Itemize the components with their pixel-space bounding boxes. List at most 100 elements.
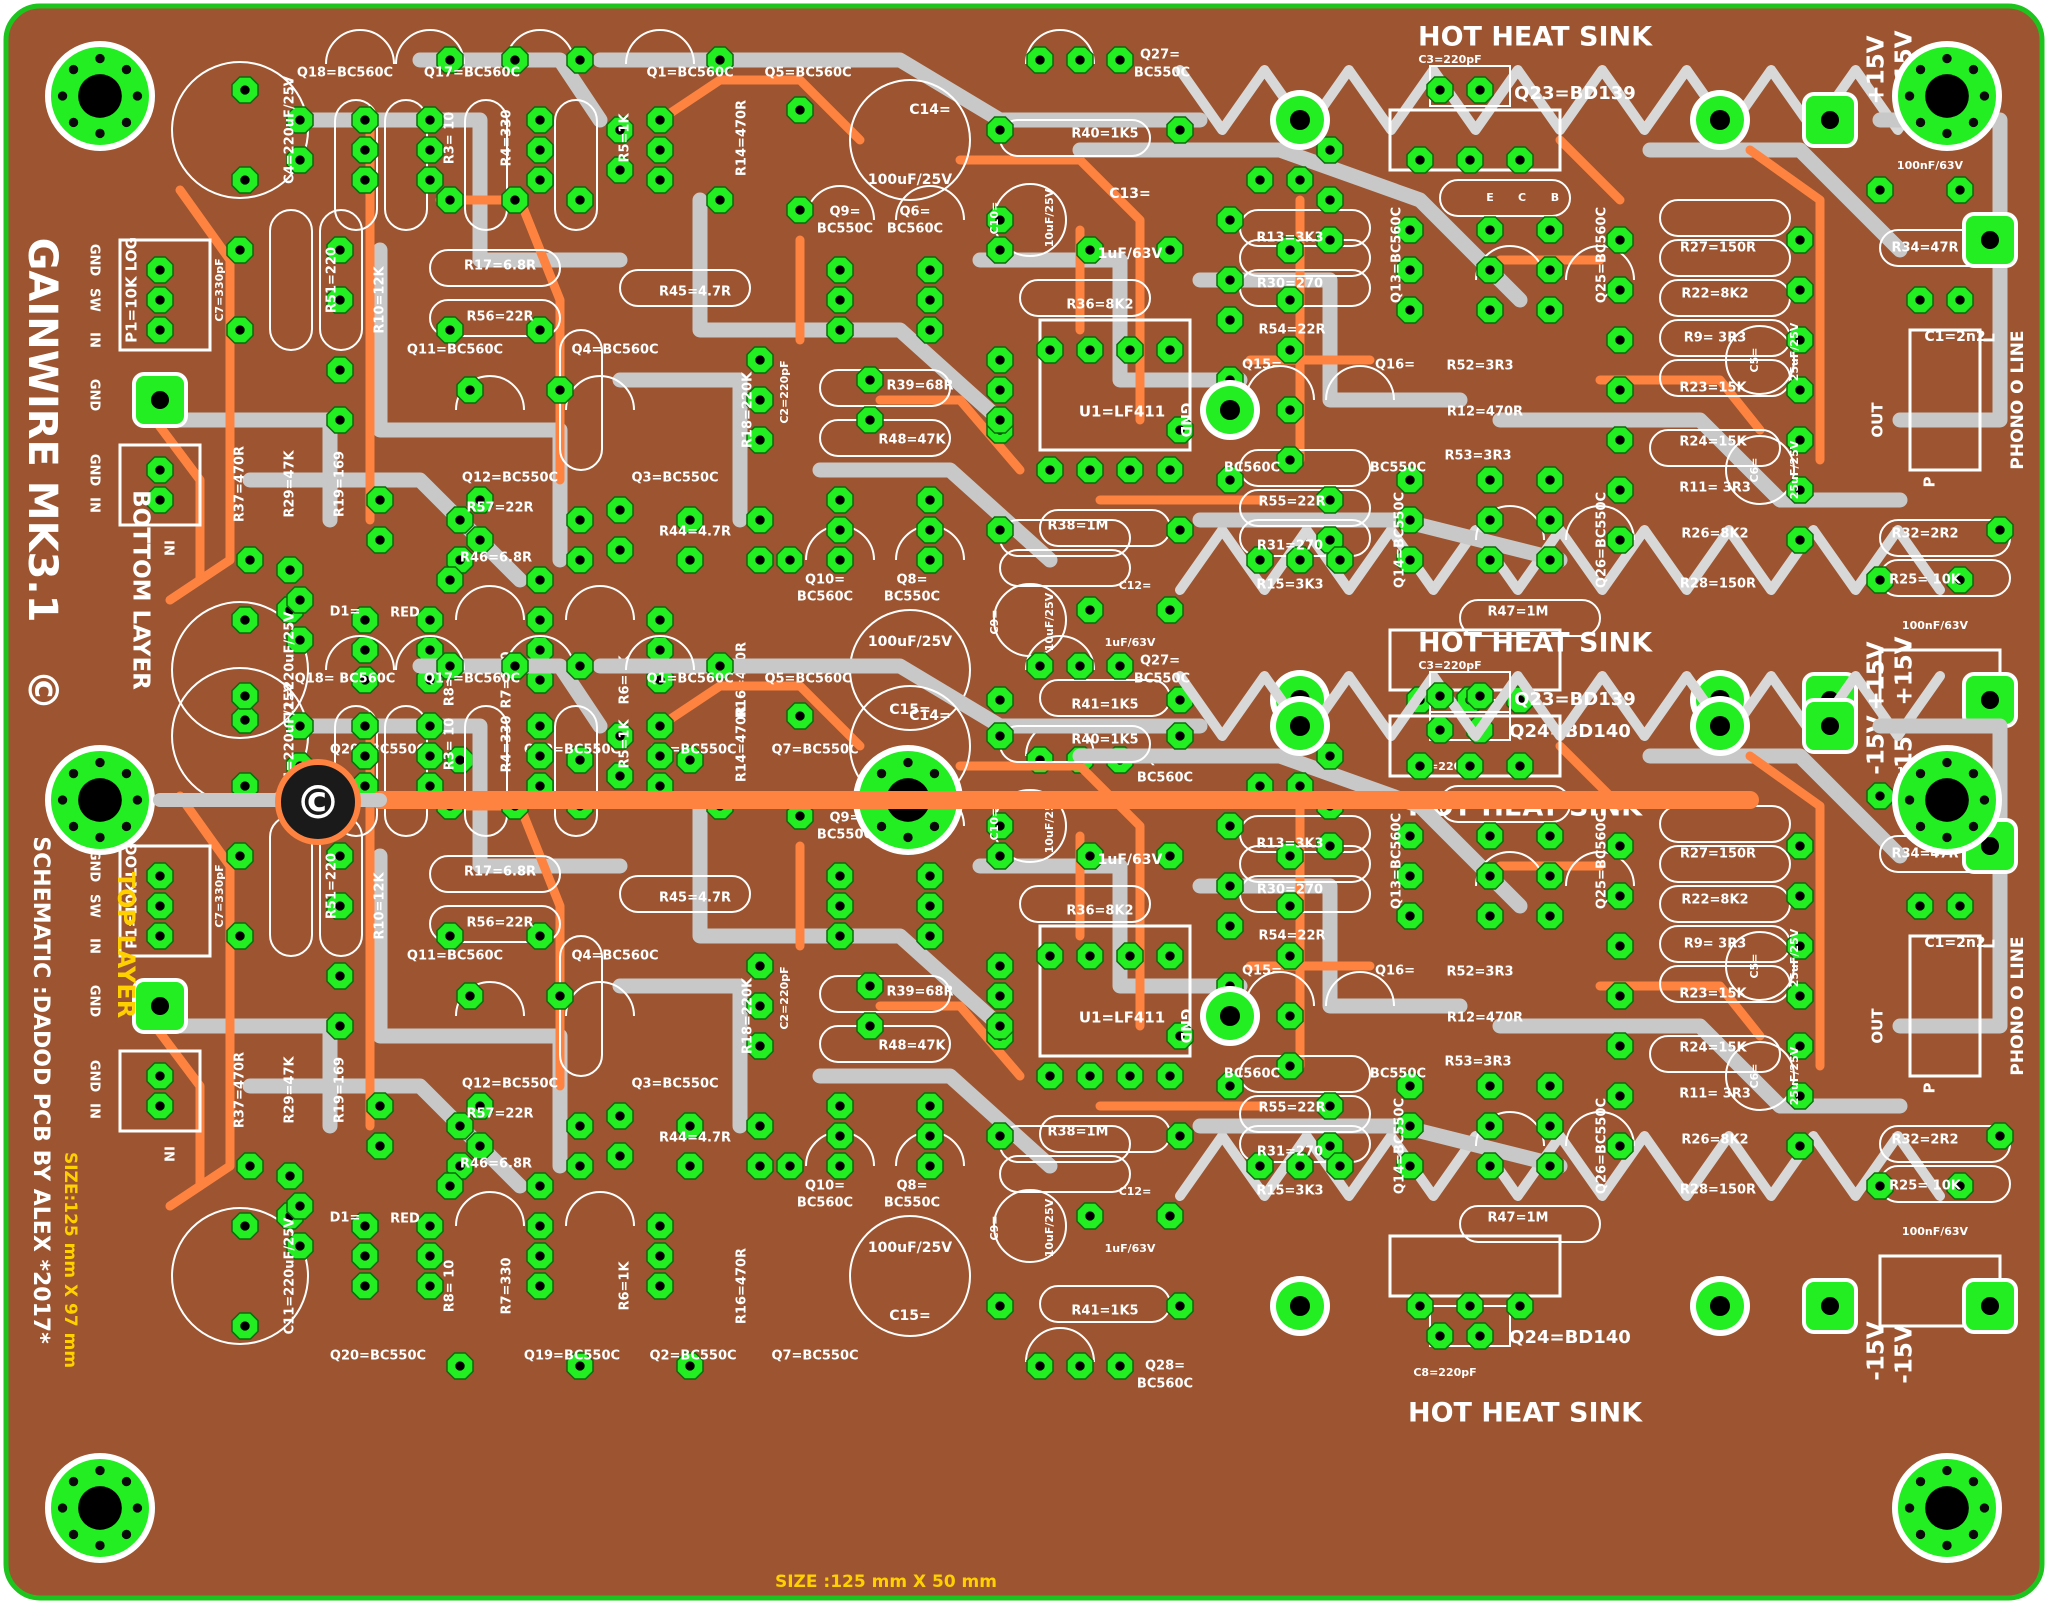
pad-hole <box>1485 1081 1495 1091</box>
pad-hole <box>360 781 370 791</box>
screw-hole <box>1290 716 1310 736</box>
r18-label: R18=220K <box>741 371 756 448</box>
component-pad <box>566 1112 594 1140</box>
resistor-outline <box>819 419 951 457</box>
component-pad <box>1156 1062 1184 1090</box>
component-pad <box>566 652 594 680</box>
pad-hole <box>995 245 1005 255</box>
pad-hole <box>1085 465 1095 475</box>
u1-body <box>1038 924 1192 1058</box>
q15-type-label: BC560C <box>1224 1067 1280 1082</box>
heatsink-fins-bottom <box>1175 525 1945 595</box>
r29-label: R29=47K <box>283 1056 298 1124</box>
pad-hole <box>535 781 545 791</box>
pad-hole <box>1545 911 1555 921</box>
q16-type-label: BC550C <box>1370 461 1426 476</box>
pad-hole <box>335 415 345 425</box>
component-pad <box>826 516 854 544</box>
q1-label: Q1=BC560C <box>646 672 733 687</box>
pad-hole <box>1615 385 1625 395</box>
component-pad <box>646 166 674 194</box>
pad-hole <box>535 931 545 941</box>
component-pad <box>606 722 634 750</box>
cap-outline <box>993 1189 1067 1263</box>
resistor-outline <box>1239 845 1371 883</box>
transistor-outline <box>625 635 695 671</box>
pad-hole <box>1995 1131 2005 1141</box>
r19-label: R19=169 <box>333 1057 348 1123</box>
power-pad <box>1270 90 1330 150</box>
pad-hole <box>1225 215 1235 225</box>
component-pad <box>366 1092 394 1120</box>
resistor-outline <box>1239 1095 1371 1133</box>
component-pad <box>1536 1152 1564 1180</box>
pad-hole <box>925 1101 935 1111</box>
pad-hole <box>615 545 625 555</box>
pad-hole <box>360 175 370 185</box>
screw-hole <box>1710 1296 1730 1316</box>
pad-hole <box>360 751 370 761</box>
ecb-e-label: E <box>1486 191 1494 204</box>
transistor-outline <box>895 185 965 221</box>
component-pad <box>746 952 774 980</box>
c9-value-label: 10uF/25V <box>1043 592 1056 651</box>
component-pad <box>1076 842 1104 870</box>
pad-hole <box>1615 1091 1625 1101</box>
bottom-trace <box>1072 748 1528 914</box>
r19-label: R19=169 <box>333 451 348 517</box>
c7-label: C7=330pF <box>213 258 226 321</box>
component-pad <box>986 1122 1014 1150</box>
cap-c6 <box>1725 435 1795 505</box>
q15-label: Q15= <box>1242 358 1282 373</box>
c5-label: C5= <box>1748 954 1761 979</box>
pad-hole <box>360 1281 370 1291</box>
component-pad <box>1076 456 1104 484</box>
r40-label: R40=1K5 <box>1071 127 1138 142</box>
pad-hole <box>475 1141 485 1151</box>
mount-via <box>95 1465 105 1476</box>
component-pad <box>456 376 484 404</box>
component-pad <box>326 842 354 870</box>
pad-hole <box>615 1151 625 1161</box>
mount-hole <box>1925 778 1969 822</box>
component-pad <box>986 516 1014 544</box>
component-pad <box>1906 892 1934 920</box>
component-pad <box>676 1152 704 1180</box>
pad-hole <box>575 195 585 205</box>
component-pad <box>1786 1032 1814 1060</box>
mount-via <box>1915 64 1926 75</box>
r28-label: R28=150R <box>1680 577 1756 592</box>
pad-hole <box>615 1111 625 1121</box>
pad-hole <box>1435 1331 1445 1341</box>
pad-hole <box>240 1221 250 1231</box>
cap-c11 <box>171 601 309 739</box>
resistor-outline <box>1019 279 1151 317</box>
pad-hole <box>865 415 875 425</box>
c100n-bot-label: 100nF/63V <box>1902 619 1969 632</box>
mount-hole <box>78 74 122 118</box>
r30-label: R30=270 <box>1257 277 1323 292</box>
top-layer-label: TOP LAYER <box>112 872 140 1019</box>
component-pad <box>1406 146 1434 174</box>
component-pad <box>1396 1112 1424 1140</box>
component-pad <box>826 316 854 344</box>
pad-hole <box>1485 1161 1495 1171</box>
component-pad <box>1476 862 1504 890</box>
gnd-label-aux: GND <box>87 985 102 1018</box>
r25-label: R25= 10K <box>1889 573 1962 588</box>
component-pad <box>446 1352 474 1380</box>
component-pad <box>1506 146 1534 174</box>
component-pad <box>1786 276 1814 304</box>
q13-label: Q13=BC560C <box>1390 207 1405 303</box>
pad-hole <box>1225 881 1235 891</box>
pad-hole <box>1285 405 1295 415</box>
pad-hole <box>1545 1121 1555 1131</box>
pad-hole <box>1175 731 1185 741</box>
q27-label: Q27= <box>1140 48 1180 63</box>
pad-hole <box>1515 155 1525 165</box>
mount-via <box>1915 117 1926 128</box>
component-pad <box>1166 722 1194 750</box>
r54-label: R54=22R <box>1258 323 1325 338</box>
pad-hole <box>335 901 345 911</box>
